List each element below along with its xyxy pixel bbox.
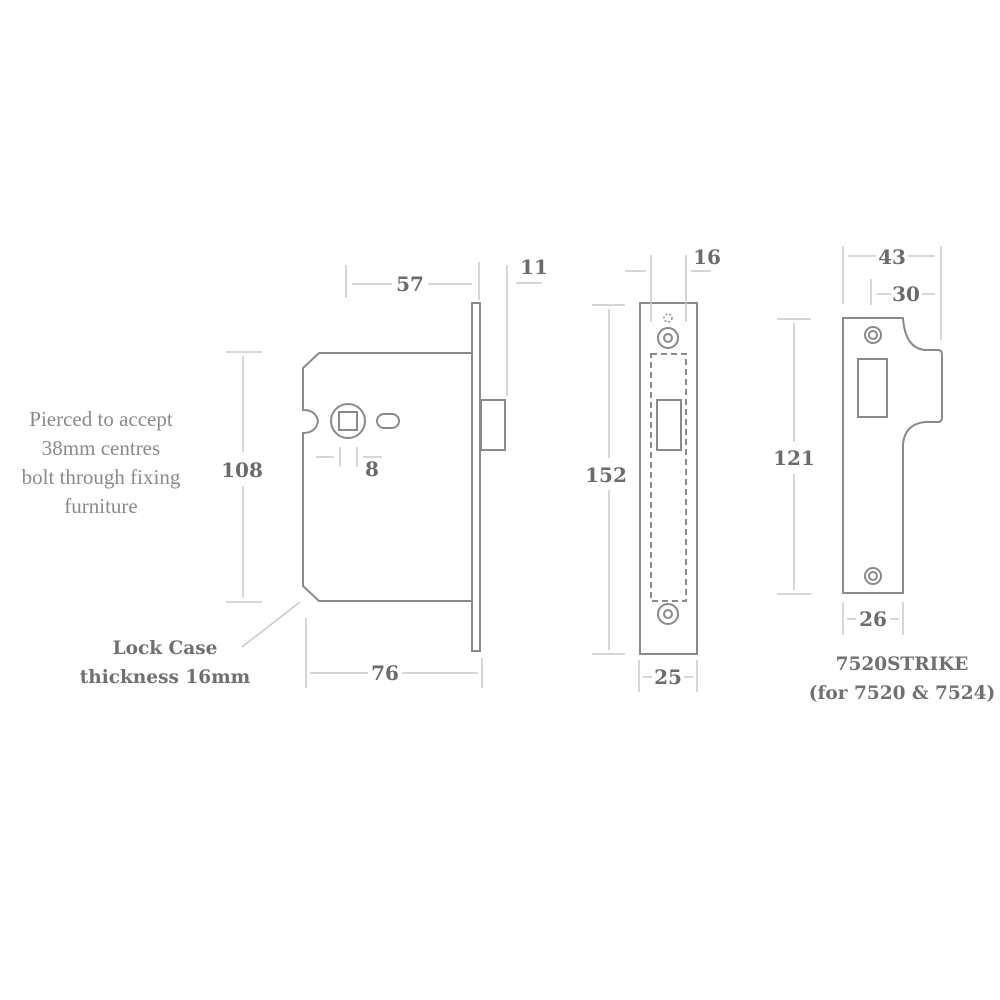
dim-label-76: 76 xyxy=(371,661,399,685)
forend-screw-top xyxy=(657,327,679,349)
forend-screw-bottom xyxy=(657,603,679,625)
dim-case-width: 76 xyxy=(305,618,483,688)
fixing-slot xyxy=(376,413,400,429)
dim-label-8: 8 xyxy=(365,457,379,481)
dim-label-30: 30 xyxy=(892,282,920,306)
dim-label-108: 108 xyxy=(221,458,263,482)
strike-caption-line-2: (for 7520 & 7524) xyxy=(809,683,996,704)
strike-plate-outline xyxy=(842,317,943,594)
note-line-3: bolt through fixing xyxy=(22,465,181,489)
strike-latch-opening xyxy=(857,358,888,418)
dim-backset: 57 xyxy=(345,262,480,300)
dim-case-height: 108 xyxy=(221,351,263,603)
lock-case-forend xyxy=(471,302,481,652)
forend-pilot-hole xyxy=(663,313,673,323)
dim-forend-height: 152 xyxy=(585,304,627,655)
forend-latch-opening xyxy=(656,399,682,451)
dim-bolt-projection: 11 xyxy=(506,255,548,396)
strike-caption: 7520STRIKE (for 7520 & 7524) xyxy=(809,654,996,704)
dim-spindle: 8 xyxy=(316,447,382,481)
fixing-note: Pierced to accept 38mm centres bolt thro… xyxy=(22,407,181,518)
dim-label-11: 11 xyxy=(520,255,548,279)
strike-caption-line-1: 7520STRIKE xyxy=(836,654,969,675)
dim-forend-depth: 16 xyxy=(625,245,721,322)
dim-label-57: 57 xyxy=(396,272,424,296)
forend-case-outline xyxy=(650,353,687,602)
dim-strike-overall-width: 43 xyxy=(842,245,942,340)
strike-screw-top xyxy=(864,326,882,344)
thickness-leader-line xyxy=(241,601,301,648)
dim-label-43: 43 xyxy=(878,245,906,269)
dim-label-152: 152 xyxy=(585,463,627,487)
dim-label-26: 26 xyxy=(859,607,887,631)
strike-drawing xyxy=(842,317,943,594)
note-line-2: 38mm centres xyxy=(42,436,160,460)
dim-forend-width: 25 xyxy=(638,660,698,692)
dim-strike-height: 121 xyxy=(773,318,815,595)
dim-label-25: 25 xyxy=(654,665,682,689)
spindle-square xyxy=(338,411,358,431)
thickness-caption-line-1: Lock Case xyxy=(113,638,218,659)
note-line-4: furniture xyxy=(64,494,137,518)
dim-label-121: 121 xyxy=(773,446,815,470)
dim-strike-plate-width: 26 xyxy=(842,602,904,635)
thickness-caption: Lock Case thickness 16mm xyxy=(80,638,251,688)
note-line-1: Pierced to accept xyxy=(29,407,173,431)
follower-hub xyxy=(330,403,366,439)
dim-label-16: 16 xyxy=(693,245,721,269)
lock-case-drawing xyxy=(302,302,506,652)
dim-strike-lip-width: 30 xyxy=(870,279,935,306)
lock-case-body xyxy=(302,352,472,602)
strike-screw-bottom xyxy=(864,567,882,585)
forend-drawing xyxy=(639,302,698,655)
thickness-caption-line-2: thickness 16mm xyxy=(80,667,251,688)
forend-plate xyxy=(639,302,698,655)
latch-bolt xyxy=(480,399,506,451)
